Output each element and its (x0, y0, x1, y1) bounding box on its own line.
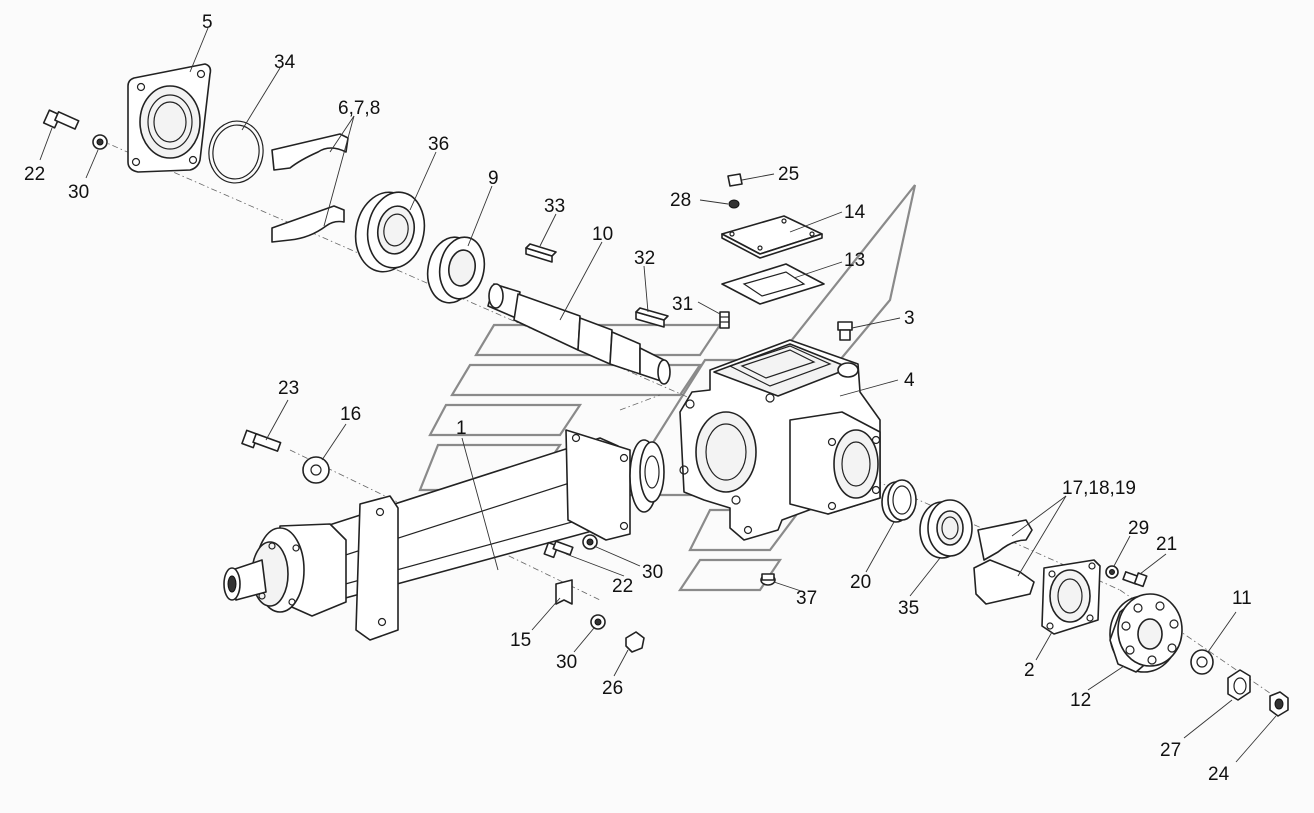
part-6-7-8-shims[interactable] (271, 133, 349, 243)
callout-30-center: 30 (642, 562, 663, 583)
callout-2: 2 (1024, 660, 1035, 681)
callout-25: 25 (778, 164, 799, 185)
callout-9: 9 (488, 168, 499, 189)
part-23-bolt[interactable] (241, 429, 282, 452)
part-21-bolt[interactable] (1122, 571, 1148, 588)
callout-4: 4 (904, 370, 915, 391)
part-25-nut[interactable] (727, 173, 743, 187)
part-1-axle-beam[interactable] (223, 429, 665, 641)
part-16-washer[interactable] (302, 456, 330, 484)
callout-21: 21 (1156, 534, 1177, 555)
part-12-hub-flange[interactable] (1109, 593, 1183, 673)
part-13-gasket[interactable] (721, 263, 825, 305)
callout-6-7-8: 6,7,8 (338, 98, 380, 119)
part-27-nut[interactable] (1227, 669, 1251, 701)
callout-26: 26 (602, 678, 623, 699)
part-5-flange-cover[interactable] (127, 63, 212, 173)
leader-lines (39, 27, 1277, 763)
part-20-seal-ring[interactable] (881, 479, 917, 523)
callout-3: 3 (904, 308, 915, 329)
part-11-washer[interactable] (1190, 649, 1214, 675)
callout-36: 36 (428, 134, 449, 155)
part-10-shaft[interactable] (487, 283, 671, 385)
part-36-bearing[interactable] (350, 187, 431, 276)
callout-23: 23 (278, 378, 299, 399)
part-26-nut[interactable] (625, 631, 645, 653)
callout-labels: 5 34 6,7,8 22 30 36 9 33 10 32 31 25 28 … (24, 12, 1252, 785)
callout-20: 20 (850, 572, 871, 593)
callout-35: 35 (898, 598, 919, 619)
part-37-plug[interactable] (760, 573, 776, 586)
part-14-cover-plate[interactable] (721, 215, 823, 259)
part-2-flange[interactable] (1041, 559, 1101, 635)
part-30-washer-bottom[interactable] (590, 614, 606, 630)
callout-29: 29 (1128, 518, 1149, 539)
part-9-seal[interactable] (423, 233, 489, 306)
callout-17-18-19: 17,18,19 (1062, 478, 1136, 499)
callout-14: 14 (844, 202, 866, 223)
callout-12: 12 (1070, 690, 1091, 711)
callout-31: 31 (672, 294, 693, 315)
part-35-bearing[interactable] (919, 499, 973, 559)
callout-1: 1 (456, 418, 467, 439)
part-4-gearbox-housing[interactable] (679, 339, 881, 541)
part-30-washer-top[interactable] (92, 134, 108, 150)
part-33-key[interactable] (525, 243, 557, 263)
callout-30-bottom: 30 (556, 652, 577, 673)
part-24-nut[interactable] (1269, 691, 1289, 717)
part-34-o-ring[interactable] (205, 118, 267, 187)
callout-28: 28 (670, 190, 691, 211)
callout-37: 37 (796, 588, 817, 609)
part-32-key[interactable] (635, 307, 669, 328)
callout-16: 16 (340, 404, 361, 425)
part-3-breather[interactable] (837, 321, 853, 341)
callout-10: 10 (592, 224, 613, 245)
part-29-washer[interactable] (1105, 565, 1119, 579)
callout-30-top: 30 (68, 182, 89, 203)
callout-22-center: 22 (612, 576, 633, 597)
callout-13: 13 (844, 250, 865, 271)
callout-11: 11 (1232, 588, 1252, 609)
part-17-18-19-shims[interactable] (973, 519, 1035, 605)
callout-5: 5 (202, 12, 213, 33)
part-22-bolt-top[interactable] (42, 109, 80, 130)
part-22-bolt-center[interactable] (543, 540, 574, 559)
callout-15: 15 (510, 630, 531, 651)
callout-32: 32 (634, 248, 655, 269)
callout-22-top: 22 (24, 164, 45, 185)
part-31-screw[interactable] (719, 311, 730, 329)
callout-24: 24 (1208, 764, 1230, 785)
part-28-washer[interactable] (728, 199, 740, 209)
callout-27: 27 (1160, 740, 1181, 761)
callout-33: 33 (544, 196, 565, 217)
part-30-washer-center[interactable] (582, 534, 598, 550)
callout-34: 34 (274, 52, 296, 73)
